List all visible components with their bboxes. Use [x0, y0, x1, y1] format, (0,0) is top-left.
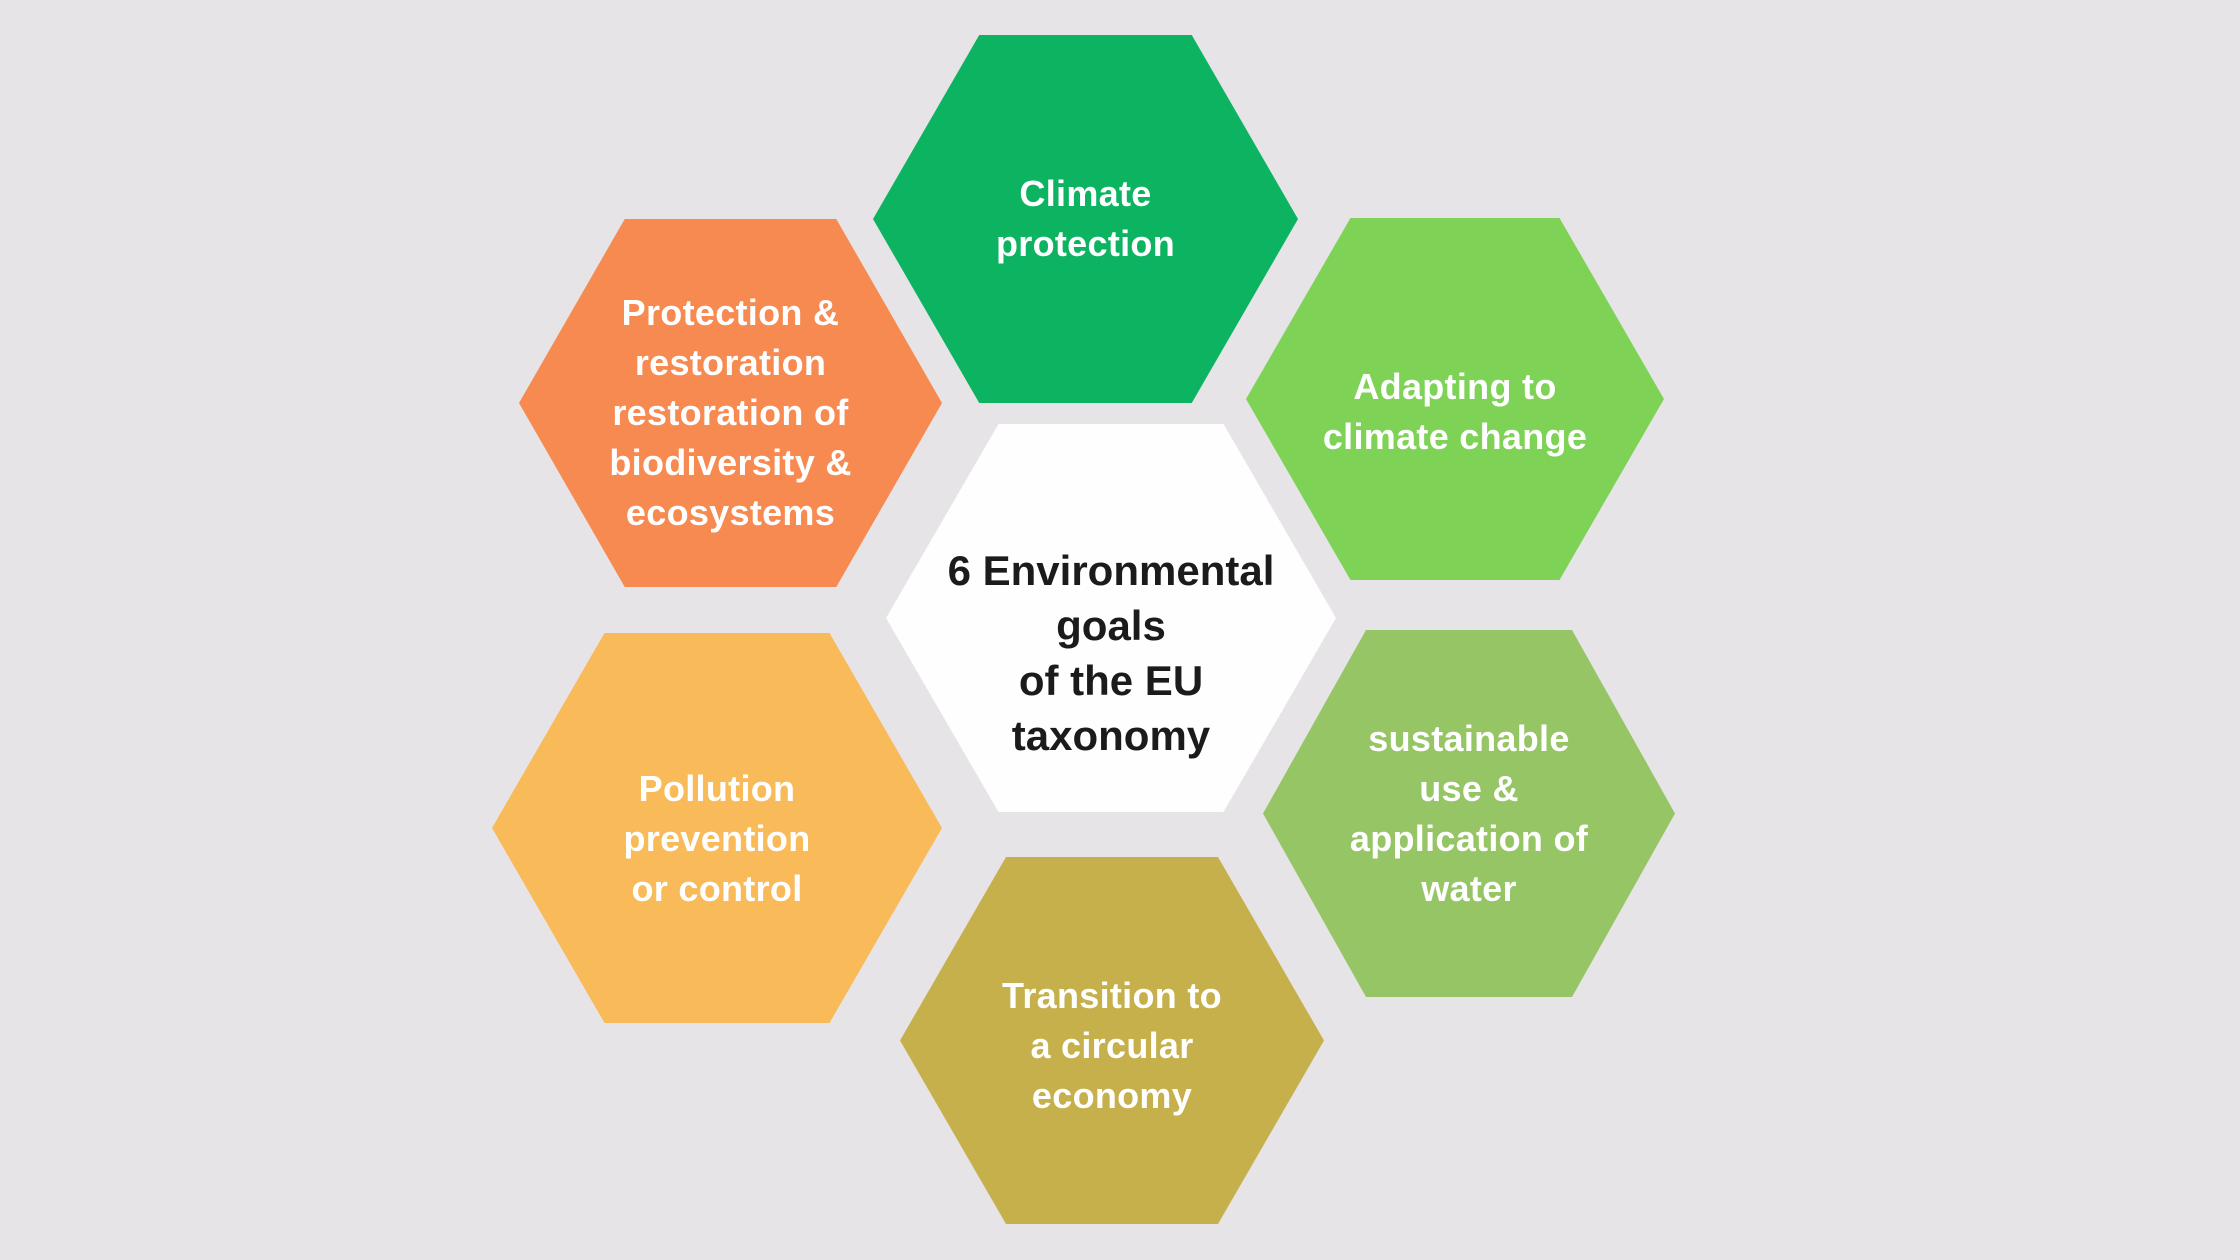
- hexagon-label-line: Protection &: [621, 292, 840, 333]
- center-hexagon: 6 Environmental goals of the EU taxonomy: [886, 424, 1336, 812]
- hexagon-climate-protection-label: Climate protection: [996, 169, 1175, 269]
- hexagon-label-line: restoration: [634, 342, 827, 383]
- hexagon-sustainable-use-of-water: sustainable use & application of water: [1263, 630, 1675, 997]
- hexagon-label-line: biodiversity &: [609, 442, 852, 483]
- center-title-line: taxonomy: [1011, 712, 1211, 759]
- hexagon-label-line: Adapting to: [1353, 366, 1557, 407]
- hexagon-label-line: Climate: [1019, 173, 1152, 214]
- hexagon-pollution-prevention: Pollution prevention or control: [492, 633, 942, 1023]
- hexagon-label-line: climate change: [1322, 416, 1588, 457]
- hexagon-label-line: Pollution: [638, 768, 796, 809]
- center-title-line: of the EU: [1018, 657, 1204, 704]
- hexagon-adapting-to-climate-change: Adapting to climate change: [1246, 218, 1664, 580]
- hexagon-label-line: or control: [631, 868, 803, 909]
- center-title-line: 6 Environmental: [947, 547, 1275, 594]
- hexagon-sustainable-use-of-water-label: sustainable use & application of water: [1350, 714, 1588, 914]
- hexagon-biodiversity-ecosystems: Protection & restoration restoration of …: [519, 219, 942, 587]
- hexagon-label-line: restoration of: [612, 392, 849, 433]
- hexagon-label-line: a circular: [1030, 1024, 1194, 1066]
- hexagon-label-line: economy: [1031, 1074, 1193, 1116]
- center-title-line: goals: [1056, 602, 1166, 649]
- hexagon-transition-to-circular-economy: Transition to a circular economy: [900, 857, 1324, 1224]
- hexagon-label-line: protection: [996, 223, 1175, 264]
- hexagon-adapting-to-climate-change-label: Adapting to climate change: [1323, 336, 1587, 462]
- hexagon-biodiversity-ecosystems-label: Protection & restoration restoration of …: [609, 268, 851, 538]
- hexagon-transition-to-circular-economy-label: Transition to a circular economy: [1002, 961, 1222, 1121]
- hexagon-label-line: use &: [1419, 767, 1519, 809]
- hexagon-climate-protection: Climate protection: [873, 35, 1298, 403]
- hexagon-label-line: Transition to: [1002, 974, 1222, 1016]
- hexagon-pollution-prevention-label: Pollution prevention or control: [623, 742, 810, 914]
- hexagon-label-line: ecosystems: [625, 492, 836, 533]
- center-title: 6 Environmental goals of the EU taxonomy: [948, 473, 1275, 763]
- hexagon-label-line: sustainable: [1368, 717, 1570, 759]
- hexagon-label-line: water: [1421, 867, 1517, 909]
- hexagon-label-line: prevention: [623, 818, 811, 859]
- hexagon-label-line: application of: [1349, 817, 1589, 859]
